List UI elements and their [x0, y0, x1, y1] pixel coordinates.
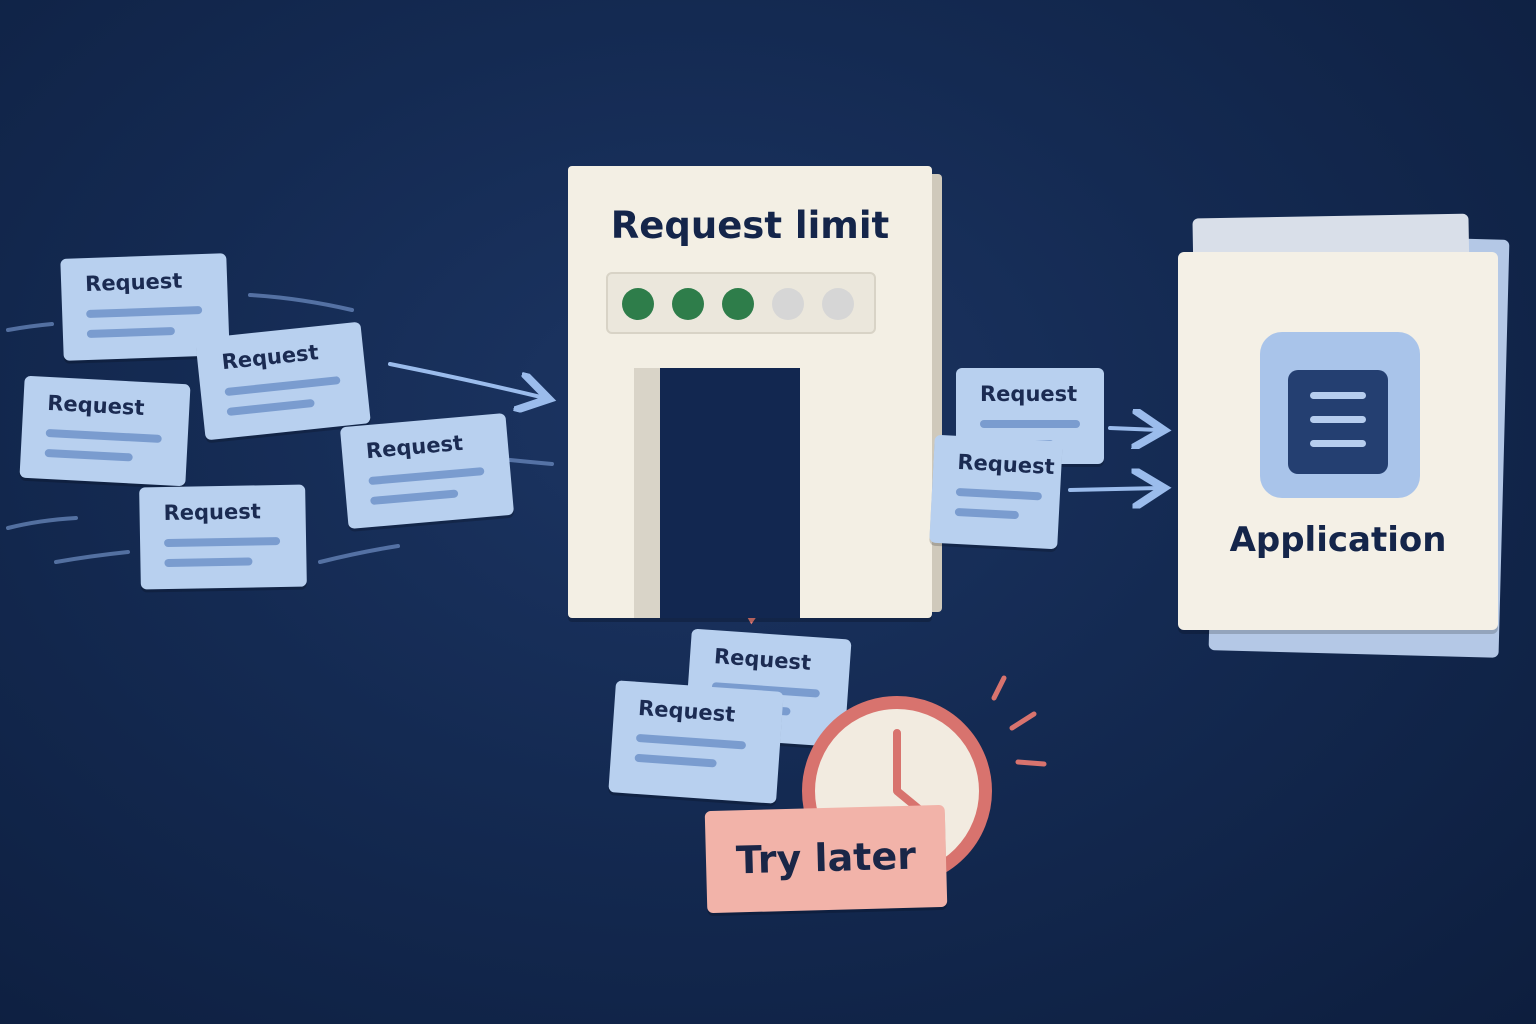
incoming-arrow: [388, 362, 545, 398]
gate-title: Request limit: [610, 204, 890, 247]
meter-dot: [772, 288, 804, 320]
meter-dot: [822, 288, 854, 320]
request-label: Request: [637, 695, 737, 727]
try-later-label: Try later: [735, 833, 917, 883]
app-arrow-1: [1108, 428, 1160, 430]
incoming-request-card: Request: [339, 412, 515, 530]
application-label: Application: [1229, 520, 1447, 560]
incoming-request-card: Request: [139, 484, 307, 590]
limit-meter: [606, 272, 876, 334]
passed-request-card: Request: [929, 434, 1063, 550]
request-label: Request: [956, 449, 1056, 480]
meter-dot: [722, 288, 754, 320]
meter-dot: [622, 288, 654, 320]
list-icon: [1260, 332, 1420, 498]
request-label: Request: [163, 499, 261, 526]
incoming-request-card: Request: [19, 375, 191, 487]
incoming-request-card: Request: [195, 321, 371, 441]
request-label: Request: [220, 340, 320, 375]
request-label: Request: [46, 390, 146, 421]
application-panel: Application: [1178, 252, 1498, 630]
request-label: Request: [364, 430, 464, 464]
gate-opening: [634, 368, 800, 618]
request-limit-gate: Request limit: [568, 166, 942, 618]
meter-dot: [672, 288, 704, 320]
request-label: Request: [980, 382, 1078, 406]
try-later-badge: Try later: [704, 804, 948, 914]
request-label: Request: [713, 644, 812, 675]
rejected-request-card: Request: [608, 680, 784, 804]
alarm-rays: [991, 675, 1047, 767]
app-arrow-2: [1068, 488, 1160, 490]
request-label: Request: [84, 268, 183, 297]
